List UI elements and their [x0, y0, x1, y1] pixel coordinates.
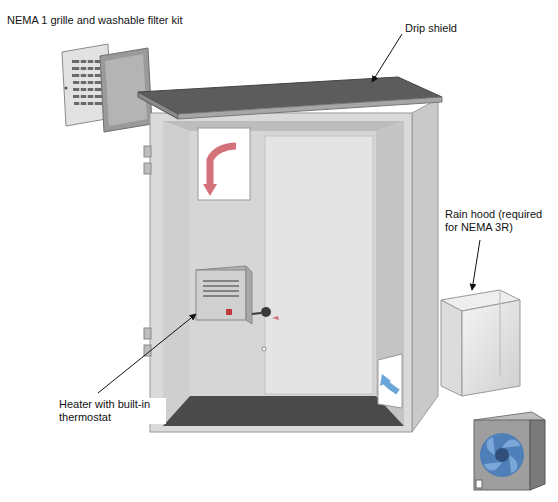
hinge: [144, 146, 151, 356]
callout-label: NEMA 1 grille and washable filter kit: [6, 14, 183, 27]
side-panel: [412, 99, 438, 432]
rain-hood: [441, 290, 520, 396]
interior: [163, 121, 404, 426]
callout-label: Rain hood (required for NEMA 3R): [444, 208, 554, 234]
heater: [196, 266, 279, 351]
vent-opening: [378, 354, 402, 408]
front-frame: [150, 113, 412, 432]
callout-label: Heater with built-in thermostat: [58, 398, 166, 424]
vent-cutout: [198, 128, 250, 200]
drip-shield: [138, 77, 442, 119]
fan-unit: [474, 412, 545, 490]
filter-panel: [100, 48, 152, 132]
leader-line: [98, 34, 480, 393]
callout-label: Drip shield: [404, 22, 458, 35]
